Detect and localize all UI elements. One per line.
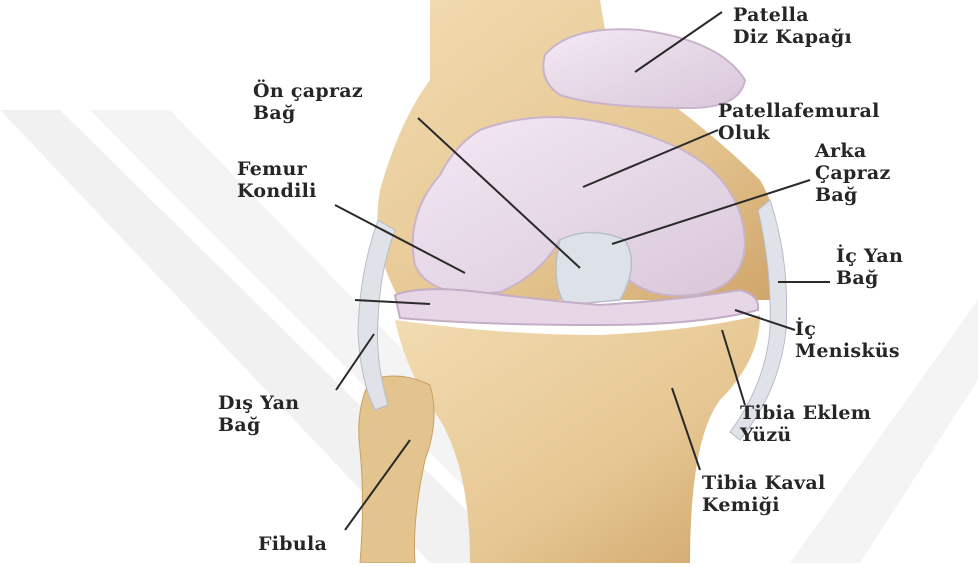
label-dis-yan-bag-line1: Dış Yan [218,392,299,414]
label-femur-kondili: Femur Kondili [237,158,317,202]
label-fibula-line1: Fibula [258,533,327,555]
label-tibia-kaval-line1: Tibia Kaval [702,472,825,494]
label-arka-capraz: Arka Çapraz Bağ [815,140,891,206]
label-patellafemoral-line1: Patellafemural [718,100,880,122]
label-femur-kondili-line2: Kondili [237,180,317,202]
label-femur-kondili-line1: Femur [237,158,317,180]
label-on-capraz: Ön çapraz Bağ [253,80,363,124]
label-arka-capraz-line2: Çapraz [815,162,891,184]
patella-shape [543,29,745,108]
cruciate-ligaments [556,233,631,306]
label-patella: Patella Diz Kapağı [733,4,852,48]
label-patellafemoral: Patellafemural Oluk [718,100,880,144]
label-ic-yan-bag: İç Yan Bağ [836,245,903,289]
label-tibia-eklem-line2: Yüzü [740,424,871,446]
label-on-capraz-line2: Bağ [253,102,363,124]
label-ic-menisku-line1: İç [795,318,900,340]
label-patella-line2: Diz Kapağı [733,26,852,48]
label-tibia-kaval-line2: Kemiği [702,494,825,516]
label-dis-yan-bag: Dış Yan Bağ [218,392,299,436]
label-tibia-kaval: Tibia Kaval Kemiği [702,472,825,516]
label-arka-capraz-line1: Arka [815,140,891,162]
label-dis-yan-bag-line2: Bağ [218,414,299,436]
label-tibia-eklem: Tibia Eklem Yüzü [740,402,871,446]
label-ic-menisku-line2: Menisküs [795,340,900,362]
label-arka-capraz-line3: Bağ [815,184,891,206]
label-ic-menisku: İç Menisküs [795,318,900,362]
label-on-capraz-line1: Ön çapraz [253,80,363,102]
label-fibula: Fibula [258,533,327,555]
label-tibia-eklem-line1: Tibia Eklem [740,402,871,424]
label-ic-yan-bag-line2: Bağ [836,267,903,289]
label-ic-yan-bag-line1: İç Yan [836,245,903,267]
label-patella-line1: Patella [733,4,852,26]
